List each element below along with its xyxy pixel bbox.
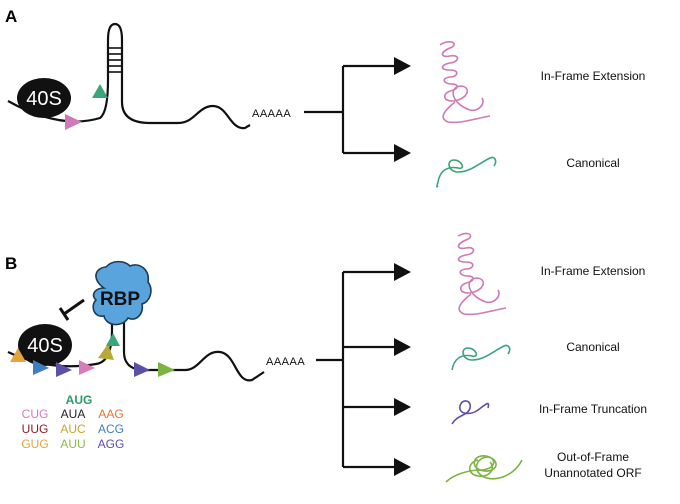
- panel-a-mrna: [7, 22, 251, 130]
- panel-b-outcome-unannotated-orf: Unannotated ORF: [544, 466, 641, 480]
- codon-aua: AUA: [61, 407, 86, 421]
- panel-b-40s-ribosome: [18, 324, 72, 366]
- panel-b-40s-label: 40S: [27, 335, 63, 357]
- panel-b-arrowhead-truncation: [394, 398, 411, 416]
- panel-a-pink-codon-marker: [65, 114, 82, 130]
- panel-b-label: B: [5, 254, 17, 273]
- panel-a-label: A: [5, 7, 17, 26]
- panel-b-codon-marker-lime: [158, 362, 175, 377]
- codon-uug: UUG: [22, 422, 49, 436]
- panel-b-codon-marker-purple-2: [134, 362, 150, 377]
- panel-b-inhibition-icon: [58, 298, 85, 321]
- panel-b-arrowhead-out-of-frame: [394, 458, 411, 476]
- panel-b-codon-marker-pink: [79, 360, 95, 375]
- panel-b-codon-marker-purple: [56, 362, 72, 377]
- panel-b-arrowhead-extension: [394, 263, 411, 281]
- panel-b-outcome-truncation: In-Frame Truncation: [539, 402, 647, 416]
- panel-b-polya: AAAAA: [266, 356, 305, 368]
- panel-a-protein-extension: [439, 41, 491, 124]
- codon-auc: AUC: [60, 422, 86, 436]
- codon-acg: ACG: [98, 422, 124, 436]
- codon-auu: AUU: [60, 437, 85, 451]
- panel-a-outcome-extension: In-Frame Extension: [541, 69, 646, 83]
- panel-a-40s-ribosome: [17, 78, 71, 118]
- panel-b-codon-marker-olive: [98, 344, 114, 360]
- panel-b-arrowhead-canonical: [394, 338, 411, 356]
- panel-a-green-start-marker: [92, 84, 108, 98]
- panel-a-hairpin-rungs: [108, 47, 122, 73]
- panel-b-codon-marker-blue: [33, 360, 49, 375]
- panel-b-protein-truncation: [451, 400, 490, 425]
- panel-b-codon-marker-orange: [10, 348, 26, 362]
- panel-b-rbp-label: RBP: [100, 289, 140, 310]
- panel-b-green-start-marker: [106, 333, 120, 346]
- panel-b-branch-arrows: [316, 270, 396, 469]
- codon-agg: AGG: [98, 437, 125, 451]
- panel-b-outcome-canonical: Canonical: [566, 340, 619, 354]
- codon-grid: CUG AUA AAG UUG AUC ACG GUG AUU AGG: [21, 407, 124, 451]
- codon-aag: AAG: [98, 407, 123, 421]
- panel-b-outcome-extension: In-Frame Extension: [541, 264, 646, 278]
- panel-b-protein-out-of-frame: [445, 455, 523, 483]
- codon-gug: GUG: [21, 437, 48, 451]
- panel-a-protein-canonical: [436, 156, 497, 188]
- panel-a-40s-label: 40S: [26, 88, 62, 110]
- panel-b-protein-extension: [457, 232, 507, 316]
- codon-start-aug: AUG: [66, 393, 93, 407]
- panel-b-outcome-out-of-frame: Out-of-Frame: [557, 450, 629, 464]
- panel-a-branch-arrows: [304, 64, 396, 155]
- panel-a-arrowhead-canonical: [394, 144, 411, 162]
- panel-a-outcome-canonical: Canonical: [566, 156, 619, 170]
- panel-a-arrowhead-extension: [394, 57, 411, 75]
- codon-cug: CUG: [22, 407, 49, 421]
- panel-a-polya: AAAAA: [252, 108, 291, 120]
- panel-b-protein-canonical: [451, 344, 511, 371]
- panel-b-rbp: [92, 260, 152, 326]
